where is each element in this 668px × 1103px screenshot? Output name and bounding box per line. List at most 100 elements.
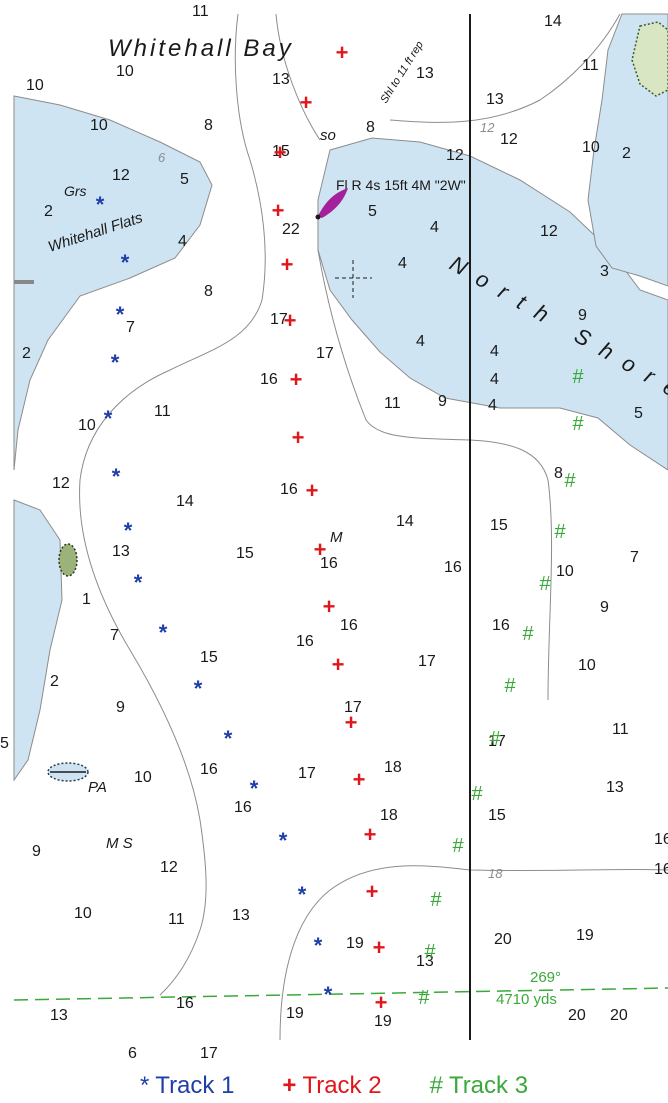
depth-sounding: 11 <box>154 403 171 420</box>
depth-sounding: 13 <box>272 71 290 88</box>
track2-point: + <box>364 822 377 847</box>
depth-sounding: 4 <box>178 233 187 250</box>
depth-sounding: 10 <box>116 63 134 80</box>
depth-sounding: 11 <box>582 57 599 74</box>
light-flare-icon <box>318 188 348 218</box>
depth-sounding: 16 <box>492 617 510 634</box>
shallow-water-north-shore <box>317 137 668 471</box>
track1-point: * <box>116 302 125 327</box>
track3-point: # <box>504 675 516 697</box>
track1-point: * <box>104 406 113 431</box>
track1-point: * <box>279 828 288 853</box>
track3-point: # <box>554 521 566 543</box>
depth-sounding: 3 <box>600 263 609 280</box>
track3-point: # <box>572 413 584 435</box>
depth-sounding: 5 <box>0 735 9 752</box>
track1-point: * <box>324 982 333 1007</box>
track2-point: + <box>323 594 336 619</box>
depth-sounding: 16 <box>200 761 218 778</box>
track2-point: + <box>373 935 386 960</box>
depth-sounding: 5 <box>368 203 377 220</box>
depth-sounding: 17 <box>298 765 316 782</box>
track1-point: * <box>96 192 105 217</box>
track1-point: * <box>134 570 143 595</box>
depth-sounding: 20 <box>568 1007 586 1024</box>
track2-point: + <box>375 990 388 1015</box>
depth-sounding: 10 <box>578 657 596 674</box>
depth-sounding: 9 <box>438 393 447 410</box>
shallow-water-left-lower <box>13 499 63 782</box>
depth-sounding: 10 <box>74 905 92 922</box>
depth-sounding: 7 <box>110 627 119 644</box>
depth-sounding: 11 <box>168 911 185 928</box>
depth-sounding: 16 <box>320 555 338 572</box>
depth-sounding: 16 <box>340 617 358 634</box>
light-position-icon <box>315 214 321 220</box>
contour-top-right <box>389 13 621 123</box>
shallow-water-left <box>13 95 213 471</box>
track1-point: * <box>298 882 307 907</box>
depth-sounding: 13 <box>416 953 434 970</box>
legend-track-3: # Track 3 <box>430 1072 528 1100</box>
track3-point: # <box>424 941 436 963</box>
track1-point: * <box>194 676 203 701</box>
depth-sounding: 10 <box>78 417 96 434</box>
track2-point: + <box>314 537 327 562</box>
depth-sounding: 18 <box>384 759 402 776</box>
bottom-m: M <box>330 529 343 546</box>
contour-label-18: 18 <box>488 866 503 881</box>
depth-sounding: 8 <box>366 119 375 136</box>
depth-sounding: 13 <box>112 543 130 560</box>
depth-sounding: 5 <box>180 171 189 188</box>
depth-sounding: 16 <box>234 799 252 816</box>
depth-sounding: 10 <box>556 563 574 580</box>
track2-point: + <box>306 478 319 503</box>
contour-label-12: 12 <box>480 120 495 135</box>
depth-sounding: 6 <box>128 1045 137 1062</box>
depth-sounding: 10 <box>26 77 44 94</box>
track1-point: * <box>121 250 130 275</box>
edge-marker <box>14 280 34 284</box>
depth-sounding: 22 <box>282 221 300 238</box>
track2-point: + <box>366 879 379 904</box>
track2-point: + <box>292 425 305 450</box>
nautical-chart: Whitehall Bay Whitehall Flats North Shor… <box>0 3 668 1062</box>
bottom-ms: M S <box>106 835 133 852</box>
grass-label: Grs <box>64 183 87 199</box>
depth-sounding: 14 <box>176 493 194 510</box>
track1-point: * <box>224 726 233 751</box>
depth-sounding: 16 <box>280 481 298 498</box>
depth-sounding: 1 <box>82 591 91 608</box>
track2-point: + <box>345 710 358 735</box>
depth-sounding: 9 <box>32 843 41 860</box>
depth-sounding: 8 <box>204 117 213 134</box>
track2-point: + <box>336 40 349 65</box>
track1-point: * <box>112 464 121 489</box>
track1-label: Track 1 <box>155 1071 235 1099</box>
track2-point: + <box>300 90 313 115</box>
island-top-right <box>631 21 668 97</box>
depth-sounding: 5 <box>634 405 643 422</box>
track3-point: # <box>471 783 483 805</box>
depth-sounding: 13 <box>50 1007 68 1024</box>
depth-sounding: 13 <box>606 779 624 796</box>
depth-sounding: 11 <box>384 395 401 412</box>
track3-point: # <box>572 366 584 388</box>
depth-sounding: 19 <box>286 1005 304 1022</box>
depth-sounding: 19 <box>374 1013 392 1030</box>
depth-sounding: 14 <box>544 13 562 30</box>
distance-label: 4710 yds <box>496 991 557 1008</box>
depth-sounding: 15 <box>272 143 290 160</box>
depth-sounding: 4 <box>416 333 425 350</box>
track3-point: # <box>418 987 430 1009</box>
depth-sounding: 12 <box>52 475 70 492</box>
depth-sounding: 2 <box>44 203 53 220</box>
track2-point: + <box>274 140 287 165</box>
contour-channel-left <box>79 13 266 996</box>
depth-sounding: 16 <box>444 559 462 576</box>
depth-sounding: 17 <box>316 345 334 362</box>
track1-point: * <box>124 518 133 543</box>
depth-sounding: 13 <box>486 91 504 108</box>
depth-sounding: 11 <box>612 721 629 738</box>
depth-sounding: 12 <box>160 859 178 876</box>
